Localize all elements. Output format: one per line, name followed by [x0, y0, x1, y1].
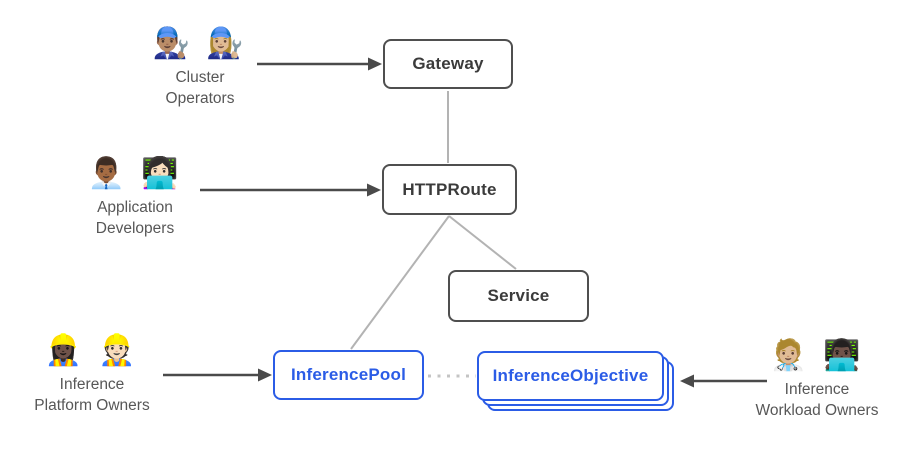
inference-platform-owners-label-line2: Platform Owners: [34, 397, 150, 415]
application-developers-label-line1: Application: [97, 199, 173, 216]
cluster-operators-label-line1: Cluster: [175, 69, 225, 86]
inference-platform-owners-label: Inference Platform Owners: [34, 374, 149, 417]
inference-platform-owners-emoji-icon: 👷🏿‍♀️ 👷🏻: [44, 334, 140, 367]
arrowhead-workload-owners-inferenceobjective: [680, 374, 694, 388]
actor-inference-workload-owners: 🧑🏼‍⚕️ 👨🏿‍💻 Inference Workload Owners: [756, 338, 879, 422]
inferenceobjective-node: InferenceObjective: [477, 351, 664, 401]
inference-workload-owners-emoji-icon: 🧑🏼‍⚕️ 👨🏿‍💻: [769, 339, 865, 372]
inference-platform-owners-label-line1: Inference: [59, 376, 125, 393]
inferencepool-node: InferencePool: [273, 350, 424, 400]
service-node-label: Service: [487, 286, 550, 305]
inferencepool-node-label: InferencePool: [290, 365, 407, 384]
application-developers-label: Application Developers: [87, 197, 182, 240]
application-developers-emoji-icon: 👨🏾‍💼 👩🏻‍💻: [87, 157, 183, 190]
actor-cluster-operators: 👨🏽‍🔧 👩🏼‍🔧 Cluster Operators: [152, 26, 247, 110]
service-node: Service: [448, 270, 589, 322]
inferenceobjective-node-stack: InferenceObjective: [477, 351, 676, 414]
arrowhead-platform-owners-inferencepool: [258, 368, 272, 382]
actor-inference-platform-owners: 👷🏿‍♀️ 👷🏻 Inference Platform Owners: [34, 333, 149, 417]
inferenceobjective-node-label: InferenceObjective: [492, 366, 649, 385]
connector-httproute-inferencepool: [350, 215, 450, 350]
arrowhead-application-developers-httproute: [367, 183, 381, 197]
cluster-operators-label: Cluster Operators: [152, 67, 247, 110]
arrowhead-cluster-operators-gateway: [368, 57, 382, 71]
gateway-node: Gateway: [383, 39, 513, 89]
application-developers-label-line2: Developers: [95, 220, 175, 238]
cluster-operators-label-line2: Operators: [165, 90, 235, 108]
inference-workload-owners-label: Inference Workload Owners: [756, 379, 879, 422]
httproute-node-label: HTTPRoute: [402, 179, 497, 199]
connector-httproute-service: [448, 215, 517, 270]
cluster-operators-emoji-icon: 👨🏽‍🔧 👩🏼‍🔧: [152, 27, 248, 60]
gateway-node-label: Gateway: [412, 54, 484, 73]
actor-application-developers: 👨🏾‍💼 👩🏻‍💻 Application Developers: [87, 156, 182, 240]
inference-workload-owners-label-line1: Inference: [784, 381, 850, 398]
httproute-node: HTTPRoute: [382, 164, 517, 215]
inference-workload-owners-label-line2: Workload Owners: [755, 402, 879, 420]
